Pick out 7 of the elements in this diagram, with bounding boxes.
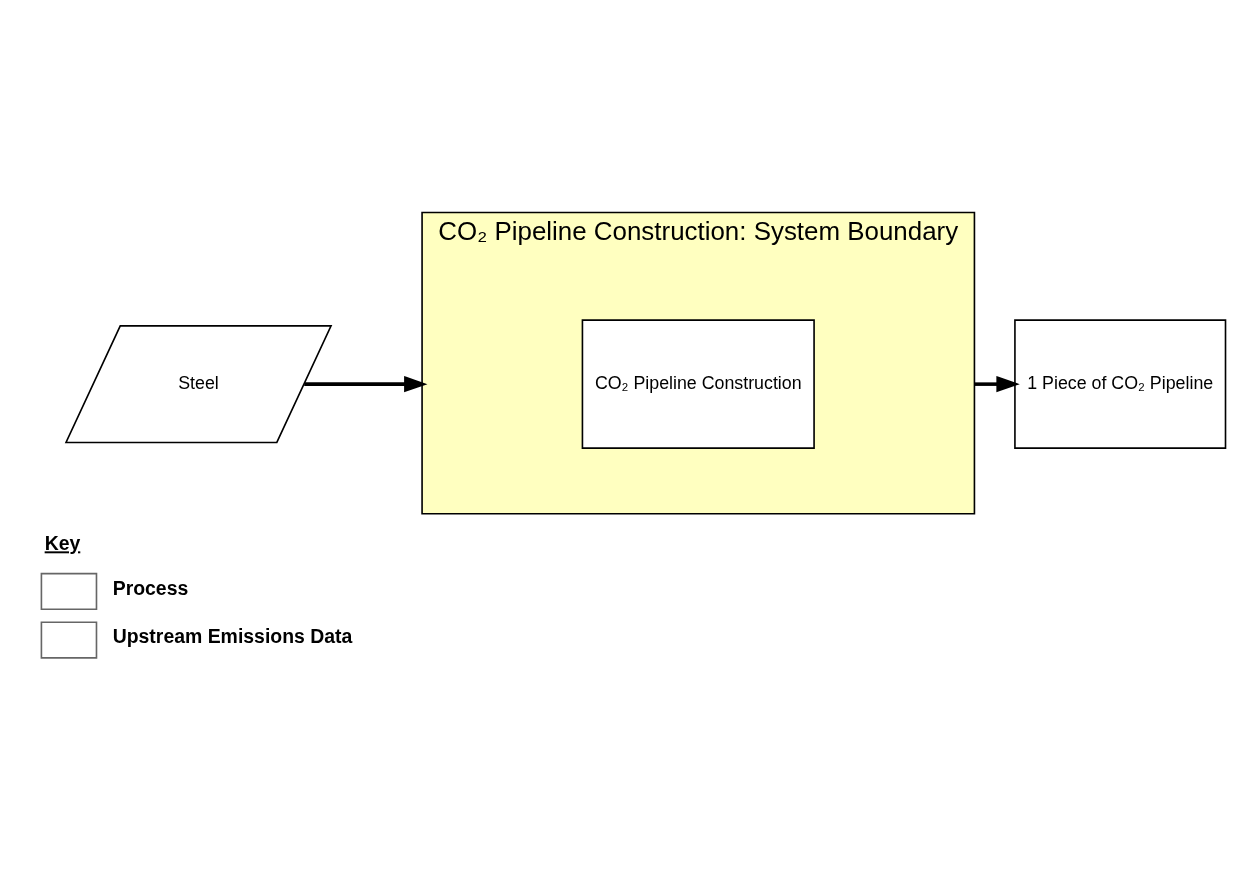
legend-label: Process bbox=[112, 576, 189, 599]
node-box: 1 Piece of CO₂ Pipeline bbox=[1014, 319, 1227, 449]
label: Key bbox=[44, 532, 81, 555]
arrow bbox=[974, 375, 1020, 393]
legend-label: Upstream Emissions Data bbox=[112, 625, 353, 648]
arrow bbox=[304, 375, 428, 393]
node-box: CO₂ Pipeline Construction bbox=[581, 319, 815, 449]
